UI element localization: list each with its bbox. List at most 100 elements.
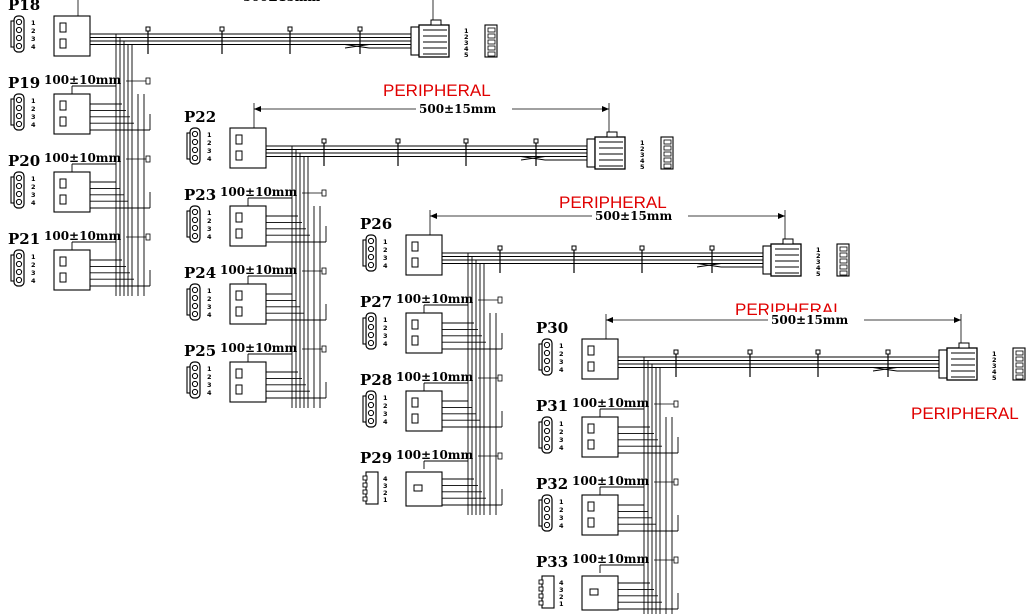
end-face-pin-icon — [839, 252, 848, 258]
end-face-pin-icon — [487, 39, 496, 45]
end-connector-latch — [762, 245, 772, 275]
dim-label-bg — [592, 208, 688, 222]
pin-number: 1 — [559, 420, 564, 428]
pin-icon — [191, 372, 199, 380]
pin-number: 1 — [207, 287, 212, 295]
tie-head — [673, 478, 679, 486]
pin-icon — [367, 315, 375, 323]
pin-number: 3 — [207, 303, 212, 311]
pin-icon — [15, 42, 23, 50]
pin-number: 3 — [207, 225, 212, 233]
pin-icon — [191, 380, 199, 388]
pin-number: 1 — [559, 498, 564, 506]
main-length-label: 500±15mm — [595, 209, 673, 223]
housing-slot — [587, 423, 595, 434]
tie-head — [145, 77, 151, 85]
housing-slot — [587, 439, 595, 450]
floppy-face-icon — [541, 575, 555, 609]
molex-latch — [362, 317, 367, 345]
tie-head — [321, 345, 327, 353]
pin-icon — [543, 513, 551, 521]
arrow-icon — [778, 213, 785, 219]
pin-number: 2 — [207, 295, 212, 303]
pin-icon — [367, 323, 375, 331]
end-connector-clip — [958, 342, 970, 349]
pin-icon — [15, 104, 23, 112]
pin-icon — [15, 182, 23, 190]
pin-icon — [543, 521, 551, 529]
molex-housing — [229, 361, 267, 403]
pin-number: 2 — [383, 402, 388, 410]
pin-number: 4 — [207, 311, 212, 319]
pin-number: 2 — [559, 593, 564, 601]
molex-housing — [405, 234, 443, 276]
pin-number: 3 — [207, 381, 212, 389]
pin-icon — [367, 331, 375, 339]
tie-head — [145, 26, 151, 32]
pin-number: 2 — [207, 139, 212, 147]
pin-number: 1 — [383, 496, 388, 504]
pin-number: 3 — [383, 332, 388, 340]
end-face-pin-icon — [663, 163, 672, 169]
pin-icon — [15, 18, 23, 26]
pin-icon — [191, 224, 199, 232]
housing-slot — [59, 178, 67, 189]
end-pin-number: 3 — [640, 151, 645, 159]
end-face-pin-icon — [663, 157, 672, 163]
pin-icon — [15, 252, 23, 260]
housing-slot — [235, 368, 243, 379]
pin-number: 2 — [31, 27, 36, 35]
connector-label: P18 — [8, 0, 40, 14]
peripheral-label: PERIPHERAL — [383, 81, 491, 100]
housing-slot — [411, 257, 419, 268]
pin-icon — [543, 341, 551, 349]
pin-icon — [191, 146, 199, 154]
spacing-label: 100±10mm — [396, 292, 474, 306]
connector-label: P29 — [360, 449, 392, 467]
end-connector-clip — [430, 19, 442, 26]
end-face-pin-icon — [663, 151, 672, 157]
end-face-pin-icon — [663, 145, 672, 151]
molex-latch — [186, 288, 191, 316]
connector-label: P25 — [184, 342, 216, 360]
tie-head — [639, 245, 645, 251]
end-pin-number: 3 — [816, 258, 821, 266]
pin-number: 4 — [559, 522, 564, 530]
pin-number: 1 — [207, 209, 212, 217]
pin-number: 2 — [31, 105, 36, 113]
pin-number: 2 — [31, 261, 36, 269]
tie-head — [533, 138, 539, 144]
molex-housing — [581, 494, 619, 536]
wire — [520, 156, 546, 161]
arrow-icon — [954, 317, 961, 323]
molex-housing — [229, 205, 267, 247]
housing-slot — [411, 241, 419, 252]
pin-number: 2 — [207, 217, 212, 225]
tie-head — [497, 452, 503, 460]
housing-slot — [587, 345, 595, 356]
end-face-pin-icon — [487, 51, 496, 57]
pin-number: 1 — [383, 316, 388, 324]
pin-number: 3 — [31, 191, 36, 199]
end-face-pin-icon — [839, 264, 848, 270]
molex-housing — [53, 93, 91, 135]
molex-latch — [362, 395, 367, 423]
connector-label: P32 — [536, 475, 568, 493]
pin-number: 1 — [31, 253, 36, 261]
spacing-label: 100±10mm — [572, 552, 650, 566]
pin-number: 3 — [207, 147, 212, 155]
housing-slot — [235, 212, 243, 223]
connector-label: P24 — [184, 264, 216, 282]
tie-head — [673, 349, 679, 355]
pin-number: 2 — [559, 350, 564, 358]
housing-slot — [59, 22, 67, 33]
molex-latch — [10, 254, 15, 282]
floppy-pin-icon — [362, 475, 368, 481]
floppy-pin-icon — [362, 489, 368, 495]
tie-head — [463, 138, 469, 144]
housing-slot — [235, 384, 243, 395]
pin-icon — [15, 276, 23, 284]
pin-icon — [191, 130, 199, 138]
pin-number: 2 — [383, 489, 388, 497]
tie-head — [497, 296, 503, 304]
